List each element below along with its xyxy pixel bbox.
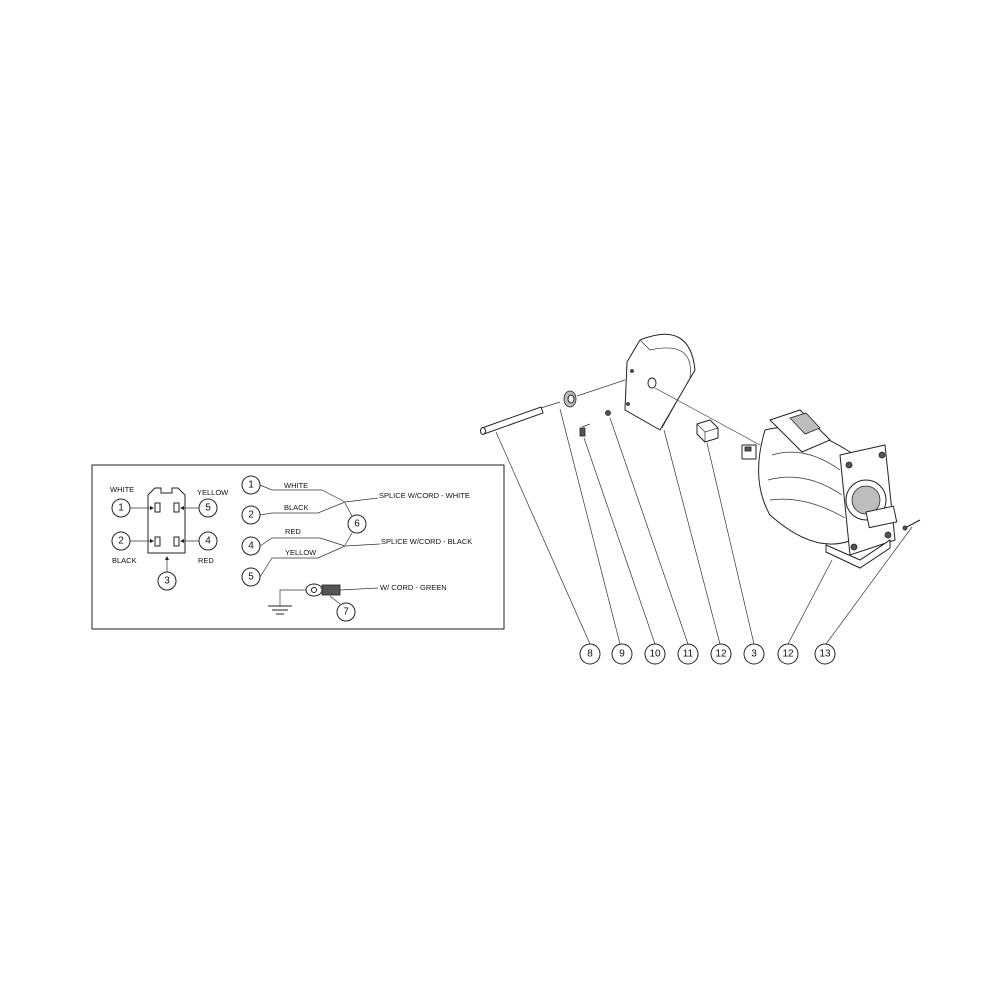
ground-lead: W/ CORD - GREEN 7 bbox=[268, 583, 447, 622]
callout-12a: 12 bbox=[710, 643, 732, 665]
splice-white-line bbox=[344, 497, 379, 503]
lead-black: 2 BLACK bbox=[241, 501, 346, 525]
lead-yellow: 5 YELLOW bbox=[241, 545, 346, 587]
callout-receptacle-2: 2 bbox=[111, 531, 154, 551]
connector-part bbox=[696, 419, 719, 443]
splice-black-label: SPLICE W/CORD - BLACK bbox=[381, 537, 472, 546]
wiring-diagram-panel: WHITE YELLOW BLACK RED 1 5 2 4 bbox=[91, 464, 505, 630]
svg-text:10: 10 bbox=[649, 649, 661, 660]
receptacle-label-black: BLACK bbox=[112, 556, 137, 565]
ground-connector-icon bbox=[321, 584, 341, 596]
receptacle-outline bbox=[147, 487, 186, 554]
callout-12b: 12 bbox=[777, 643, 799, 665]
capacitor-housing bbox=[769, 409, 831, 453]
svg-text:YELLOW: YELLOW bbox=[285, 548, 317, 557]
svg-text:4: 4 bbox=[205, 536, 211, 547]
grommet-part bbox=[563, 379, 626, 408]
callout-9: 9 bbox=[611, 643, 633, 665]
motor-assembly bbox=[741, 409, 898, 569]
svg-text:5: 5 bbox=[205, 503, 211, 514]
screw-part bbox=[579, 423, 591, 437]
svg-text:RED: RED bbox=[285, 527, 301, 536]
receptacle-label-white: WHITE bbox=[110, 485, 134, 494]
svg-text:9: 9 bbox=[619, 649, 625, 660]
terminal-1 bbox=[154, 502, 161, 513]
leader-lines bbox=[495, 408, 913, 645]
svg-text:2: 2 bbox=[118, 536, 124, 547]
callout-10: 10 bbox=[644, 643, 666, 665]
ground-label: W/ CORD - GREEN bbox=[380, 583, 447, 592]
end-cover-part bbox=[624, 333, 761, 446]
receptacle-label-yellow: YELLOW bbox=[197, 488, 229, 497]
callout-receptacle-1: 1 bbox=[111, 498, 154, 518]
pin-part bbox=[902, 519, 921, 531]
terminal-2 bbox=[154, 536, 161, 547]
svg-text:2: 2 bbox=[248, 510, 254, 521]
callout-receptacle-3: 3 bbox=[157, 556, 177, 591]
lead-red: 4 RED bbox=[241, 527, 346, 556]
motor-shaft bbox=[865, 505, 898, 529]
exploded-view: 8 9 10 11 12 3 12 13 bbox=[480, 333, 921, 665]
svg-text:3: 3 bbox=[164, 576, 170, 587]
receptacle-label-red: RED bbox=[198, 556, 214, 565]
callout-11: 11 bbox=[677, 643, 699, 665]
terminal-5 bbox=[173, 502, 180, 513]
svg-text:5: 5 bbox=[248, 572, 254, 583]
svg-text:BLACK: BLACK bbox=[284, 503, 309, 512]
svg-text:6: 6 bbox=[354, 519, 360, 530]
receptacle-block bbox=[147, 487, 186, 554]
svg-text:13: 13 bbox=[819, 649, 831, 660]
svg-text:WHITE: WHITE bbox=[284, 481, 308, 490]
svg-text:8: 8 bbox=[587, 649, 593, 660]
svg-text:7: 7 bbox=[343, 607, 349, 618]
splice-white-label: SPLICE W/CORD - WHITE bbox=[379, 491, 470, 500]
callout-13: 13 bbox=[814, 643, 836, 665]
lead-white: 1 WHITE bbox=[241, 475, 346, 503]
svg-text:3: 3 bbox=[751, 649, 757, 660]
rod-part bbox=[480, 401, 561, 435]
callout-receptacle-4: 4 bbox=[180, 531, 218, 551]
splice-black-line bbox=[344, 543, 381, 547]
callout-receptacle-5: 5 bbox=[180, 498, 218, 518]
svg-text:12: 12 bbox=[715, 649, 727, 660]
small-screw-part bbox=[605, 410, 611, 416]
motor-base bbox=[825, 539, 891, 569]
terminal-4 bbox=[173, 536, 180, 547]
svg-text:1: 1 bbox=[248, 480, 254, 491]
svg-text:12: 12 bbox=[782, 649, 794, 660]
svg-text:1: 1 bbox=[118, 503, 124, 514]
callout-3b: 3 bbox=[743, 643, 765, 665]
svg-text:4: 4 bbox=[248, 541, 254, 552]
callout-splice-6: 6 bbox=[344, 502, 367, 546]
callout-8: 8 bbox=[579, 643, 601, 665]
svg-text:11: 11 bbox=[683, 649, 694, 660]
